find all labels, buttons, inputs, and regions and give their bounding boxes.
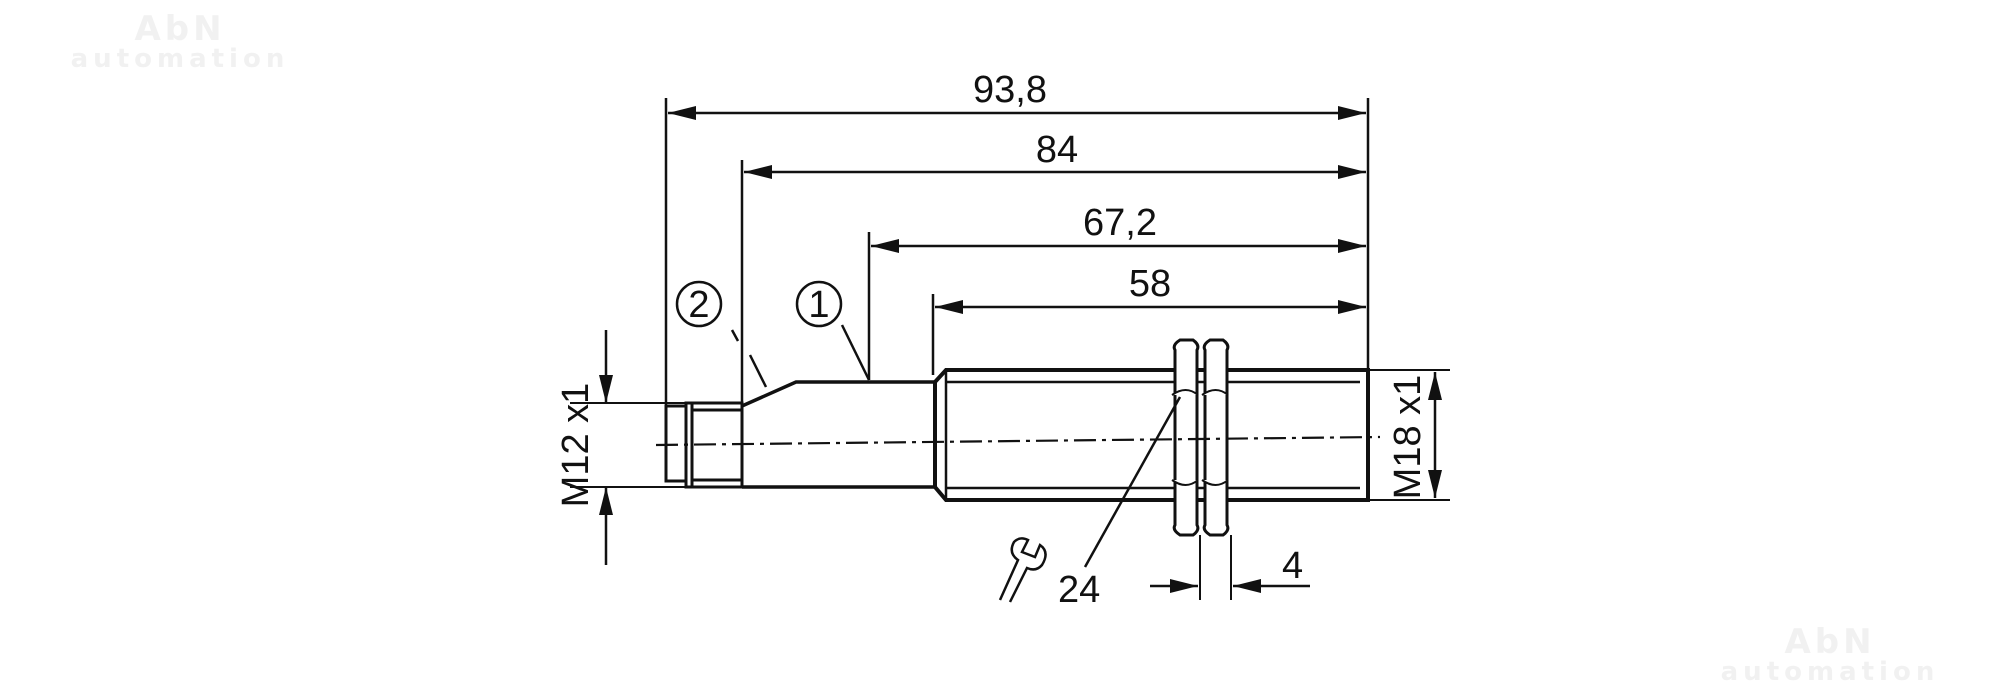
center-line — [655, 435, 1381, 447]
m18-label: M18 x1 — [1387, 375, 1429, 500]
watermark-line2: automation — [70, 44, 290, 74]
dim-text-58: 58 — [1129, 263, 1171, 305]
thread-body-m18 — [933, 368, 1370, 502]
callout-2-leader-b — [748, 354, 768, 388]
wrench-leader — [1083, 396, 1182, 568]
callout-2-circle — [675, 280, 723, 328]
lock-nuts — [1171, 338, 1230, 537]
watermark-line1: AbN — [134, 9, 226, 49]
callout-2-leader-a — [730, 329, 740, 342]
watermark-line1-br: AbN — [1784, 622, 1876, 662]
housing-body — [741, 380, 935, 489]
callout-1-label: 1 — [808, 284, 829, 326]
watermark-top-left: AbN automation — [30, 12, 330, 72]
callout-1-circle — [795, 280, 843, 328]
callout-2-label: 2 — [688, 284, 709, 326]
wrench-icon — [998, 537, 1047, 603]
nut-thickness-label: 4 — [1282, 545, 1303, 587]
m12-label: M12 x1 — [555, 383, 597, 508]
dim-text-93-8: 93,8 — [973, 69, 1047, 111]
callout-1-leader — [840, 324, 871, 381]
wrench-size-label: 24 — [1058, 569, 1100, 611]
dim-text-67-2: 67,2 — [1083, 202, 1157, 244]
dim-text-84: 84 — [1036, 129, 1078, 171]
